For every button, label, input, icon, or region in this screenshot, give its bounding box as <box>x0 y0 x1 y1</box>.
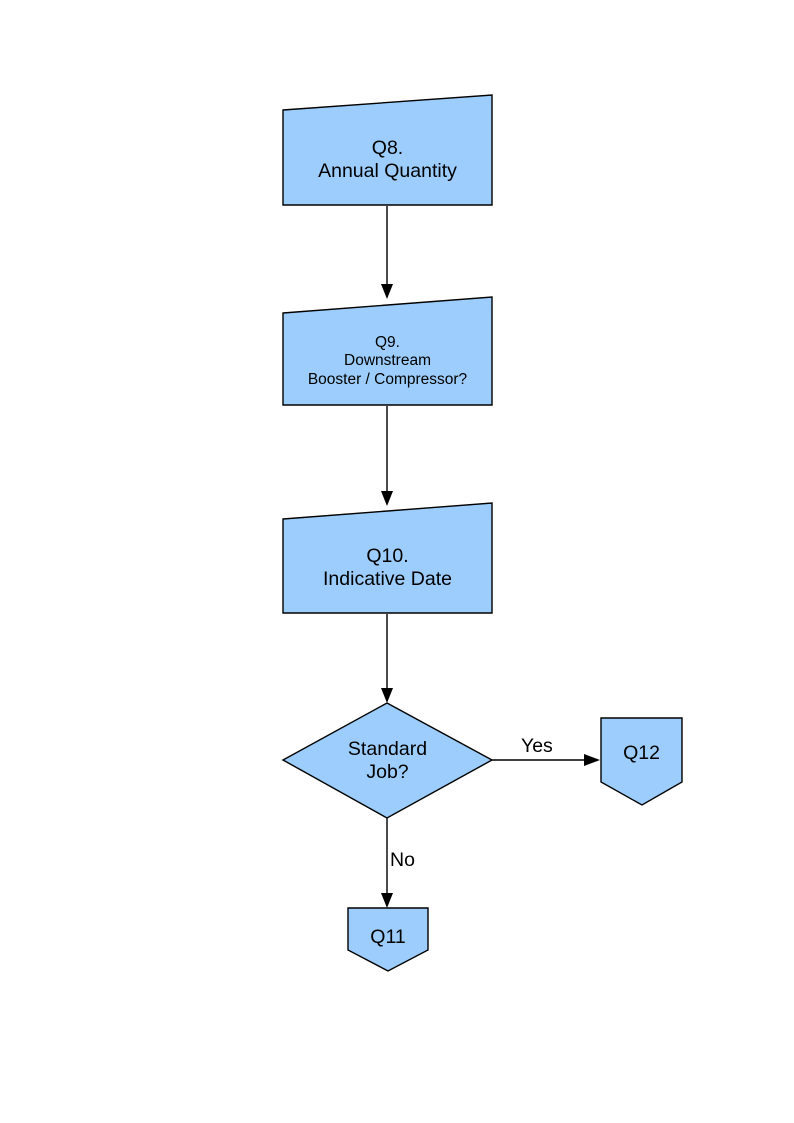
node-q8-shape[interactable] <box>282 94 493 206</box>
node-q9-shape[interactable] <box>282 296 493 406</box>
connector-decision-q12-arrowhead <box>584 754 600 766</box>
node-decision-shape[interactable] <box>281 702 494 819</box>
connector-q9-q10-arrowhead <box>381 491 393 506</box>
connector-q8-q9-arrowhead <box>381 284 393 299</box>
node-q10-shape[interactable] <box>282 502 493 614</box>
connector-decision-q11-arrowhead <box>381 893 393 908</box>
node-q12-shape[interactable] <box>600 717 683 806</box>
node-q11-shape[interactable] <box>347 907 429 972</box>
edge-label-yes: Yes <box>521 735 553 757</box>
edge-label-no: No <box>390 849 415 871</box>
connector-q10-decision-arrowhead <box>381 688 393 703</box>
